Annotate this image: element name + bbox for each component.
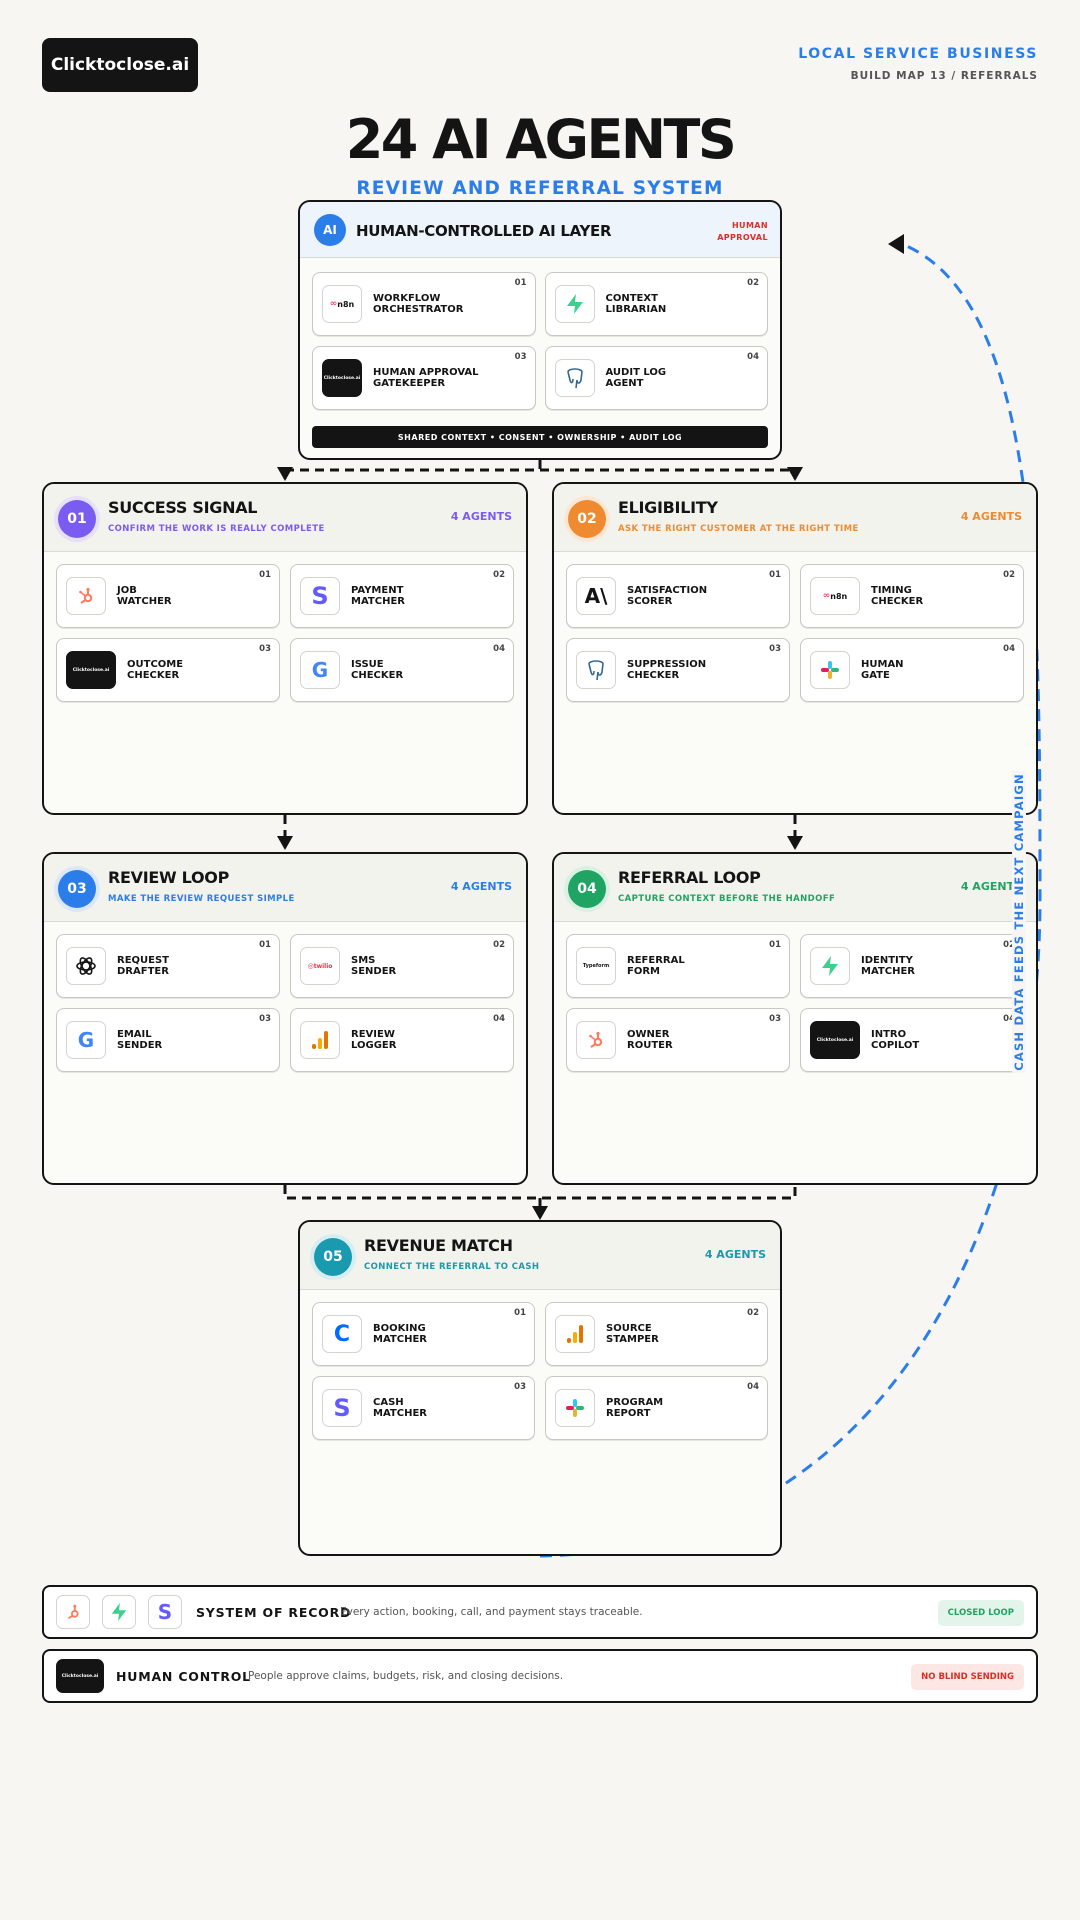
stage-tagline: ASK THE RIGHT CUSTOMER AT THE RIGHT TIME bbox=[618, 524, 859, 534]
stage-count: 4 AGENTS bbox=[960, 510, 1022, 523]
clicktoclose-icon: Clicktoclose.ai bbox=[66, 651, 116, 689]
stage-title: SUCCESS SIGNAL bbox=[108, 498, 258, 517]
system-of-record-desc: Every action, booking, call, and payment… bbox=[340, 1606, 643, 1618]
clicktoclose-icon: Clicktoclose.ai bbox=[56, 1659, 104, 1693]
clicktoclose-icon: Clicktoclose.ai bbox=[322, 359, 362, 397]
slack-icon bbox=[555, 1389, 595, 1427]
closed-loop-badge: CLOSED LOOP bbox=[937, 1600, 1024, 1626]
google-icon: G bbox=[66, 1021, 106, 1059]
system-of-record-title: SYSTEM OF RECORD bbox=[196, 1605, 352, 1620]
stage-count: 4 AGENTS bbox=[704, 1248, 766, 1261]
hubspot-icon bbox=[56, 1595, 90, 1629]
analytics-icon bbox=[300, 1021, 340, 1059]
header-kicker: LOCAL SERVICE BUSINESS bbox=[798, 46, 1038, 62]
stage-tagline: MAKE THE REVIEW REQUEST SIMPLE bbox=[108, 894, 295, 904]
stage-title: REVIEW LOOP bbox=[108, 868, 229, 887]
stripe-icon: S bbox=[322, 1389, 362, 1427]
stage-title: REFERRAL LOOP bbox=[618, 868, 761, 887]
stage-revenue-match: 05 REVENUE MATCH CONNECT THE REFERRAL TO… bbox=[298, 1220, 782, 1556]
ai-badge: AI bbox=[314, 214, 346, 246]
stage-badge: 05 bbox=[314, 1238, 352, 1276]
stage-eligibility: 02 ELIGIBILITY ASK THE RIGHT CUSTOMER AT… bbox=[552, 482, 1038, 815]
stage-tagline: CAPTURE CONTEXT BEFORE THE HANDOFF bbox=[618, 894, 836, 904]
clicktoclose-icon: Clicktoclose.ai bbox=[810, 1021, 860, 1059]
supabase-icon bbox=[810, 947, 850, 985]
google-icon: G bbox=[300, 651, 340, 689]
typeform-icon: Typeform bbox=[576, 947, 616, 985]
openai-icon bbox=[66, 947, 106, 985]
stage-badge: 01 bbox=[58, 500, 96, 538]
stage-title: ELIGIBILITY bbox=[618, 498, 718, 517]
stage-count: 4 AGENTS bbox=[960, 880, 1022, 893]
header-subkicker: BUILD MAP 13 / REFERRALS bbox=[850, 70, 1038, 82]
stage-tagline: CONNECT THE REFERRAL TO CASH bbox=[364, 1262, 540, 1272]
human-control-desc: People approve claims, budgets, risk, an… bbox=[248, 1670, 564, 1682]
stage-referral-loop: 04 REFERRAL LOOP CAPTURE CONTEXT BEFORE … bbox=[552, 852, 1038, 1185]
stage-review-loop: 03 REVIEW LOOP MAKE THE REVIEW REQUEST S… bbox=[42, 852, 528, 1185]
human-control-title: HUMAN CONTROL bbox=[116, 1669, 251, 1684]
n8n-icon: ∞n8n bbox=[322, 285, 362, 323]
stage-success-signal: 01 SUCCESS SIGNAL CONFIRM THE WORK IS RE… bbox=[42, 482, 528, 815]
stage-tagline: CONFIRM THE WORK IS REALLY COMPLETE bbox=[108, 524, 325, 534]
brand-logo[interactable]: Clicktoclose.ai bbox=[42, 38, 198, 92]
anthropic-icon: A\ bbox=[576, 577, 616, 615]
stage-count: 4 AGENTS bbox=[450, 880, 512, 893]
page-title: 24 AI AGENTS bbox=[345, 108, 737, 171]
hubspot-icon bbox=[66, 577, 106, 615]
analytics-icon bbox=[555, 1315, 595, 1353]
supabase-icon bbox=[102, 1595, 136, 1629]
shared-context-bar: SHARED CONTEXT • CONSENT • OWNERSHIP • A… bbox=[312, 426, 768, 448]
human-control-row: Clicktoclose.ai HUMAN CONTROL People app… bbox=[42, 1649, 1038, 1703]
stripe-icon: S bbox=[300, 577, 340, 615]
postgres-icon bbox=[576, 651, 616, 689]
stage-badge: 03 bbox=[58, 870, 96, 908]
ai-layer-title: HUMAN-CONTROLLED AI LAYER bbox=[356, 222, 612, 240]
postgres-icon bbox=[554, 359, 595, 397]
supabase-icon bbox=[554, 285, 595, 323]
no-blind-sending-badge: NO BLIND SENDING bbox=[911, 1664, 1024, 1690]
calendly-icon: C bbox=[322, 1315, 362, 1353]
n8n-icon: ∞n8n bbox=[810, 577, 860, 615]
stage-title: REVENUE MATCH bbox=[364, 1236, 513, 1255]
stage-count: 4 AGENTS bbox=[450, 510, 512, 523]
feedback-label: CASH DATA FEEDS THE NEXT CAMPAIGN bbox=[1012, 771, 1026, 1073]
hubspot-icon bbox=[576, 1021, 616, 1059]
twilio-icon: ◎twilio bbox=[300, 947, 340, 985]
page-subtitle: REVIEW AND REFERRAL SYSTEM bbox=[356, 178, 724, 199]
stripe-icon: S bbox=[148, 1595, 182, 1629]
system-of-record-row: S SYSTEM OF RECORD Every action, booking… bbox=[42, 1585, 1038, 1639]
stage-badge: 02 bbox=[568, 500, 606, 538]
slack-icon bbox=[810, 651, 850, 689]
header-kicker-block: LOCAL SERVICE BUSINESS BUILD MAP 13 / RE… bbox=[798, 46, 1038, 82]
stage-badge: 04 bbox=[568, 870, 606, 908]
